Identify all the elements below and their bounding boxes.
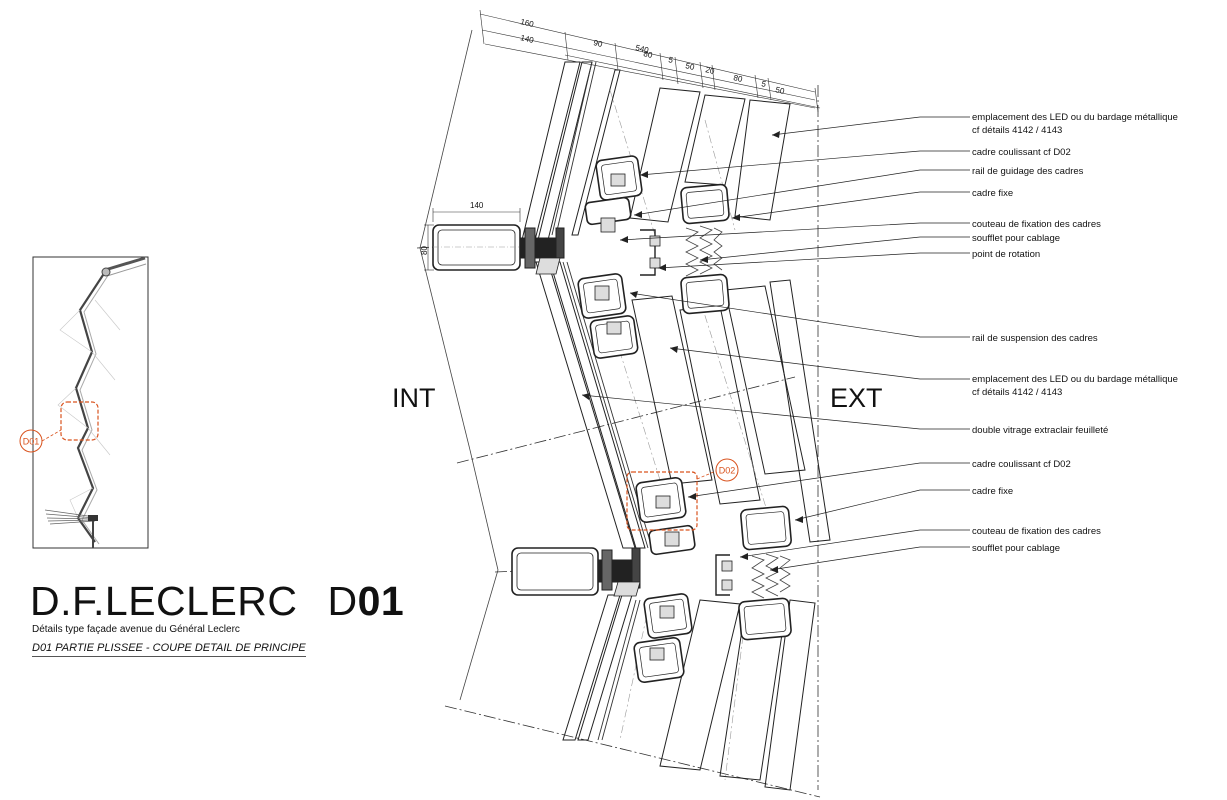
dim-5-b: 5 xyxy=(761,79,768,89)
d01-marker xyxy=(19,429,43,453)
annotation-12: cadre fixe xyxy=(972,486,1013,497)
leader-lines xyxy=(581,116,970,571)
annotation-4: cadre fixe xyxy=(972,188,1013,199)
exterior-label: EXT xyxy=(830,383,883,413)
d02-marker xyxy=(715,458,739,482)
annotation-14: soufflet pour cablage xyxy=(972,543,1060,554)
annotation-3: rail de guidage des cadres xyxy=(972,166,1084,177)
lower-mullion xyxy=(511,547,641,597)
drawing-caption: D01 PARTIE PLISSEE - COUPE DETAIL DE PRI… xyxy=(32,642,306,657)
dim-80-a: 80 xyxy=(643,49,654,60)
annotation-7: point de rotation xyxy=(972,249,1040,260)
drawing-code-number: 01 xyxy=(357,578,405,624)
main-section xyxy=(416,29,831,798)
dim-50-b: 50 xyxy=(775,85,786,96)
annotation-1-line2: cf détails 4142 / 4143 xyxy=(972,125,1062,136)
annotation-1-line1: emplacement des LED ou du bardage métall… xyxy=(972,112,1178,123)
annotation-9-line1: emplacement des LED ou du bardage métall… xyxy=(972,374,1178,385)
annotation-10: double vitrage extraclair feuilleté xyxy=(972,425,1108,436)
annotation-9-line2: cf détails 4142 / 4143 xyxy=(972,387,1062,398)
key-plan: D01 xyxy=(19,256,149,549)
drawing-title: D.F.LECLERC D01 xyxy=(30,578,404,625)
dim-5-a: 5 xyxy=(668,55,675,65)
drawing-code-prefix: D xyxy=(327,578,358,624)
dim-540: 540 xyxy=(635,43,651,55)
d01-marker-label: D01 xyxy=(23,437,40,447)
dim-90: 90 xyxy=(593,38,604,49)
upper-mullion xyxy=(432,224,565,275)
dim-160: 160 xyxy=(520,17,536,29)
dim-mullion-width: 140 xyxy=(470,201,484,210)
project-name: D.F.LECLERC xyxy=(30,578,298,624)
dim-20: 20 xyxy=(705,65,716,76)
drawing-subtitle: Détails type façade avenue du Général Le… xyxy=(32,624,240,635)
interior-label: INT xyxy=(392,383,436,413)
dim-80-b: 80 xyxy=(733,73,744,84)
dim-140: 140 xyxy=(520,33,536,45)
drawing-code: D01 xyxy=(328,578,405,624)
annotation-8: rail de suspension des cadres xyxy=(972,333,1098,344)
annotation-5: couteau de fixation des cadres xyxy=(972,219,1101,230)
dim-mullion-height: 80 xyxy=(420,246,429,255)
annotation-13: couteau de fixation des cadres xyxy=(972,526,1101,537)
leader-arrowheads xyxy=(582,131,803,573)
d02-marker-label: D02 xyxy=(719,466,736,476)
annotation-11: cadre coulissant cf D02 xyxy=(972,459,1071,470)
d02-detail-box xyxy=(626,471,698,531)
dimension-chain xyxy=(479,9,821,113)
dimension-labels: 160 540 140 90 80 5 50 20 80 5 50 140 80… xyxy=(420,17,786,475)
annotations: emplacement des LED ou du bardage métall… xyxy=(972,112,1178,554)
annotation-6: soufflet pour cablage xyxy=(972,233,1060,244)
dim-50-a: 50 xyxy=(685,61,696,72)
key-plan-d01-box xyxy=(60,401,99,441)
annotation-2: cadre coulissant cf D02 xyxy=(972,147,1071,158)
